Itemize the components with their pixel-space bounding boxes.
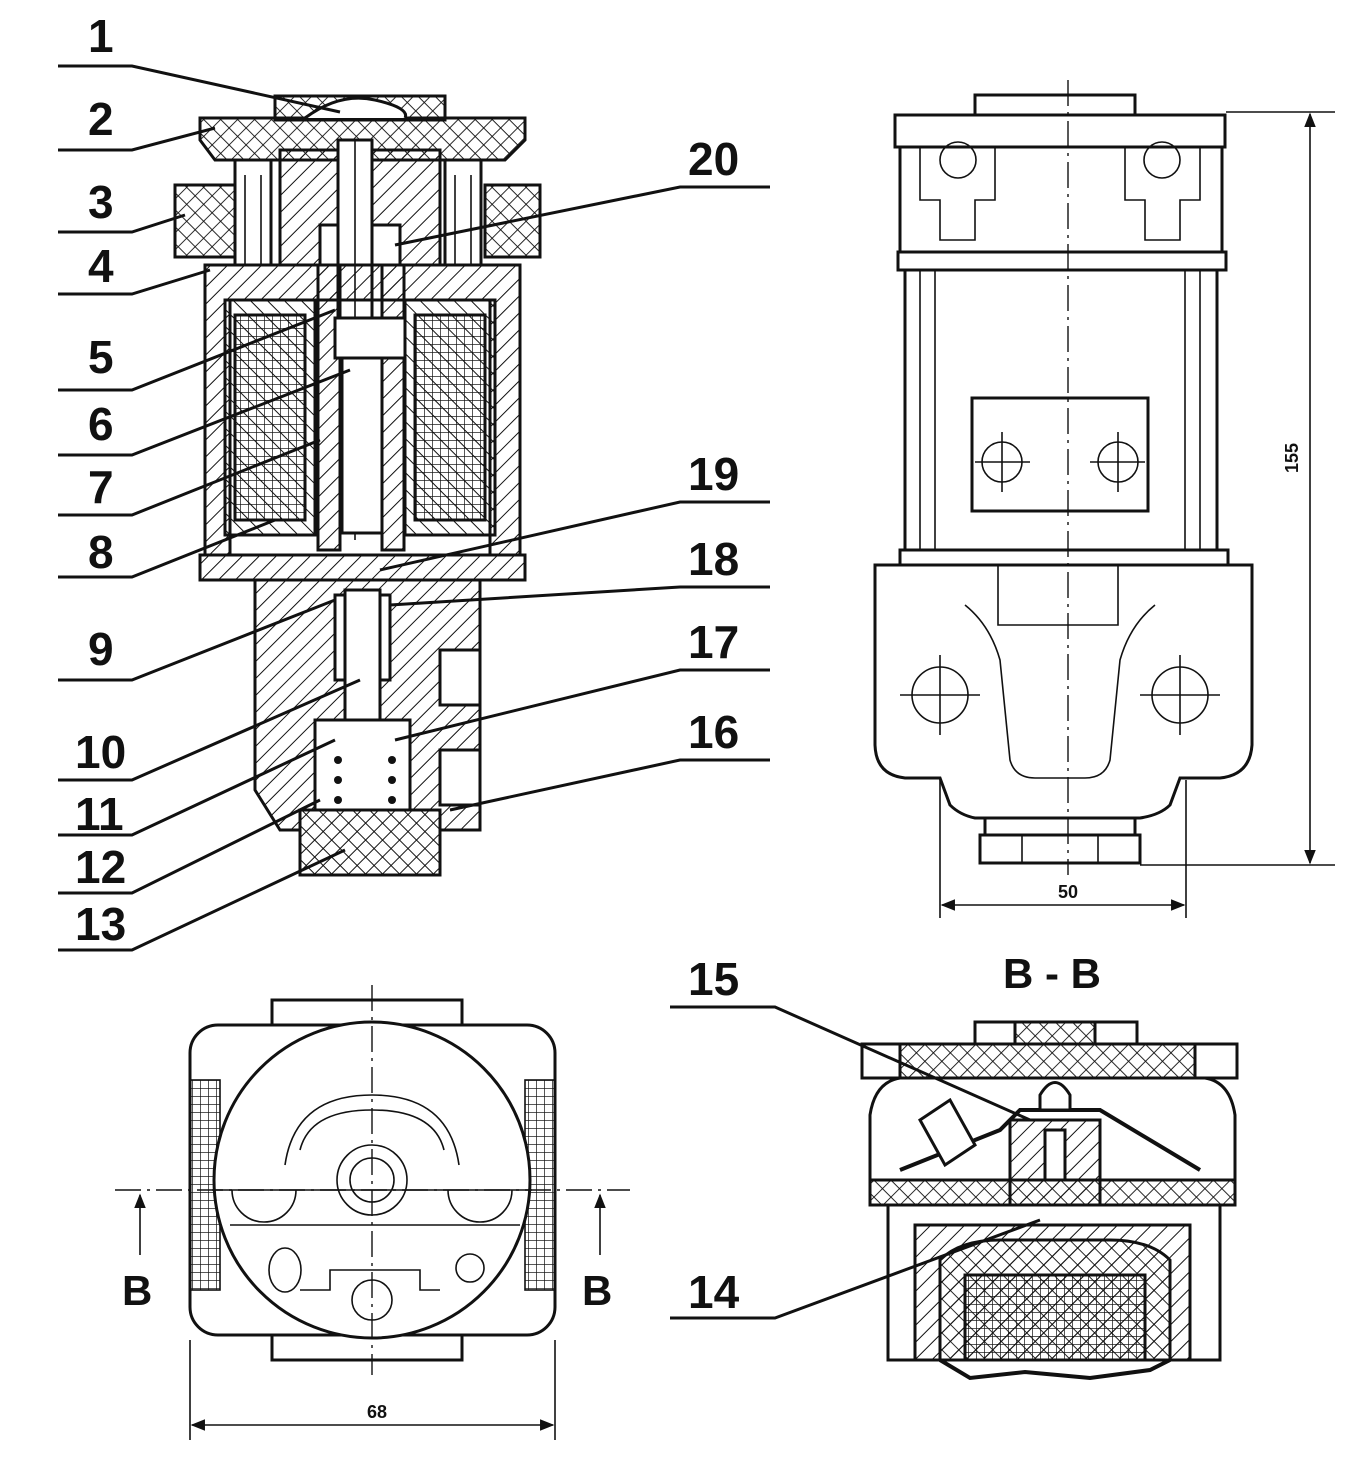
callout-2: 2 [88, 93, 114, 145]
callout-9: 9 [88, 623, 114, 675]
side-view [873, 80, 1254, 875]
dimension-side-width-label: 50 [1058, 882, 1078, 902]
dimension-height-label: 155 [1282, 443, 1302, 473]
callout-3: 3 [88, 176, 114, 228]
section-bb-leaders [670, 1005, 1041, 1320]
callout-18: 18 [688, 533, 739, 585]
callout-17: 17 [688, 616, 739, 668]
callout-13: 13 [75, 898, 126, 950]
callout-7: 7 [88, 461, 114, 513]
dimension-top-width-label: 68 [367, 1402, 387, 1422]
callout-14: 14 [688, 1266, 740, 1318]
callout-leaders [58, 64, 770, 952]
section-bb-title: B - B [1003, 950, 1101, 997]
section-marker-left-label: B [122, 1267, 152, 1314]
dimension-top-width: 68 [189, 1340, 556, 1440]
callout-6: 6 [88, 398, 114, 450]
callout-1: 1 [88, 10, 114, 62]
callout-8: 8 [88, 526, 114, 578]
callout-5: 5 [88, 331, 114, 383]
section-marker-right-label: B [582, 1267, 612, 1314]
callout-19: 19 [688, 448, 739, 500]
callout-labels: 1 2 3 4 5 6 7 8 9 10 11 12 13 20 19 18 1… [75, 10, 740, 1318]
section-marker-left: B [122, 1193, 152, 1314]
callout-4: 4 [88, 240, 114, 292]
top-view [115, 985, 630, 1375]
callout-10: 10 [75, 726, 126, 778]
callout-16: 16 [688, 706, 739, 758]
callout-20: 20 [688, 133, 739, 185]
section-marker-right: B [582, 1193, 612, 1314]
callout-12: 12 [75, 841, 126, 893]
callout-15: 15 [688, 953, 739, 1005]
longitudinal-section-view [173, 94, 542, 877]
section-bb-view: B - B [860, 950, 1239, 1381]
callout-11: 11 [75, 788, 124, 840]
dimension-height: 155 [1140, 111, 1335, 866]
dimension-side-width: 50 [939, 780, 1187, 918]
